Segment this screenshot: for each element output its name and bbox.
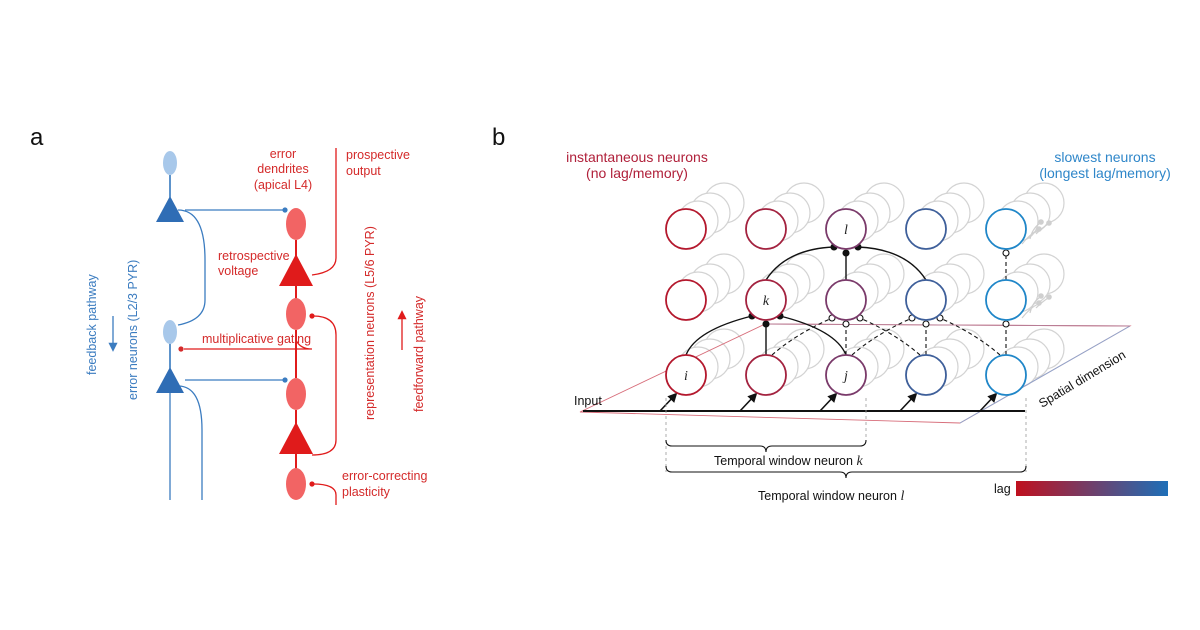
input-plane-blue-edge — [959, 325, 1131, 424]
input-arrow — [979, 392, 998, 412]
neuron-r2-c3 — [825, 279, 867, 321]
label-multiplicative-gating: multiplicative gating — [202, 332, 311, 346]
label-retrospective-2: voltage — [218, 264, 258, 278]
header-slowest: slowest neurons — [1054, 149, 1155, 165]
input-arrow — [739, 392, 758, 412]
representation-neuron-top — [279, 208, 313, 330]
header-longest-lag: (longest lag/memory) — [1039, 165, 1171, 181]
header-instantaneous: instantaneous neurons — [566, 149, 708, 165]
neuron-r2-c2 — [745, 279, 787, 321]
neuron-r3-c3 — [825, 354, 867, 396]
label-input: Input — [574, 394, 602, 408]
label-error-dendrites-2: dendrites — [257, 162, 308, 176]
synapse-connection — [779, 315, 847, 356]
ghost-synapse — [1036, 226, 1042, 232]
synapse-connection-dashed — [851, 317, 913, 356]
ghost-synapse — [1046, 220, 1052, 226]
ghost-dendrite-tree — [1021, 293, 1052, 319]
neuron-r1-c1 — [665, 208, 707, 250]
apical-dendrite-bottom — [163, 320, 177, 344]
panel-b: b instantaneous neurons (no lag/memory) … — [492, 124, 1171, 504]
neuron-r1-c2 — [745, 208, 787, 250]
label-error-dendrites-3: (apical L4) — [254, 178, 312, 192]
label-retrospective-1: retrospective — [218, 249, 290, 263]
neuron-r1-c5 — [985, 208, 1027, 250]
label-lag: lag — [994, 482, 1011, 496]
neuron-r3-c1 — [665, 354, 707, 396]
representation-soma-bottom — [279, 422, 313, 454]
error-neuron-bottom — [156, 320, 184, 500]
synapse-dot-open — [842, 320, 850, 328]
label-error-correcting-2: plasticity — [342, 485, 391, 499]
neuron-r3-c5 — [985, 354, 1027, 396]
neuron-label-k: k — [763, 294, 770, 309]
error-soma-bottom — [156, 367, 184, 393]
neuron-r1-c4 — [905, 208, 947, 250]
synapse-connection-dashed — [939, 317, 1001, 356]
synapse-connection — [857, 246, 927, 281]
ghost-synapse — [1036, 300, 1042, 306]
label-prospective-2: output — [346, 164, 381, 178]
error-dendrite-top — [286, 208, 306, 240]
label-feedback-pathway: feedback pathway — [85, 273, 99, 375]
synapse-dot-open — [1002, 320, 1010, 328]
input-plane-back-edge — [764, 323, 1131, 327]
neuron-label-i: i — [684, 369, 688, 384]
label-prospective-1: prospective — [346, 148, 410, 162]
synapse-dot — [762, 320, 770, 328]
apical-dendrite-top — [163, 151, 177, 175]
neuron-label-j: j — [842, 369, 848, 384]
synapse-connection-dashed — [859, 317, 921, 356]
input-arrows — [659, 392, 998, 412]
synapse-dot-open — [922, 320, 930, 328]
error-neuron-top — [156, 151, 184, 222]
panel-b-letter: b — [492, 124, 505, 151]
representation-neuron-bottom — [279, 330, 313, 500]
basal-dendrite-bottom — [286, 468, 306, 500]
ghost-synapse — [1038, 219, 1044, 225]
label-error-dendrites-1: error — [270, 147, 296, 161]
synapse-connection — [685, 315, 753, 356]
representation-neuron-wiring — [184, 148, 337, 505]
input-arrow — [899, 392, 918, 412]
ghost-dendrite-tree — [1021, 219, 1052, 245]
lag-colorbar — [1016, 481, 1168, 496]
label-representation-neurons: representation neurons (L5/6 PYR) — [363, 226, 377, 420]
synapse-dot-open — [1002, 249, 1010, 257]
error-dendrite-bottom — [286, 378, 306, 410]
neuron-label-l: l — [844, 223, 848, 238]
error-soma-top — [156, 196, 184, 222]
input-arrow — [659, 392, 678, 412]
temporal-window-k: Temporal window neuron k — [665, 398, 867, 472]
header-no-lag: (no lag/memory) — [586, 165, 688, 181]
ghost-synapse — [1038, 293, 1044, 299]
synapse-connection — [765, 246, 835, 281]
neuron-r3-c2 — [745, 354, 787, 396]
panel-a: a — [30, 124, 427, 505]
neuron-r2-c4 — [905, 279, 947, 321]
panel-a-letter: a — [30, 124, 44, 151]
ghost-synapse — [1046, 294, 1052, 300]
neuron-r3-c4 — [905, 354, 947, 396]
synapse-connection-dashed — [771, 317, 833, 356]
label-feedforward-pathway: feedforward pathway — [412, 295, 426, 412]
label-temporal-window-k: Temporal window neuron k — [714, 454, 863, 469]
label-error-neurons: error neurons (L2/3 PYR) — [126, 260, 140, 400]
label-temporal-window-l: Temporal window neuron l — [758, 489, 904, 504]
basal-dendrite-top — [286, 298, 306, 330]
neuron-grid: l k i j — [665, 208, 1027, 396]
representation-soma-top — [279, 254, 313, 286]
error-neuron-wiring — [169, 175, 283, 500]
label-error-correcting-1: error-correcting — [342, 469, 427, 483]
synapse-dot — [842, 249, 850, 257]
temporal-window-l: Temporal window neuron l — [665, 398, 1027, 504]
input-arrow — [819, 392, 838, 412]
neuron-r1-c3 — [825, 208, 867, 250]
neuron-r2-c5 — [985, 279, 1027, 321]
neuron-r2-c1 — [665, 279, 707, 321]
